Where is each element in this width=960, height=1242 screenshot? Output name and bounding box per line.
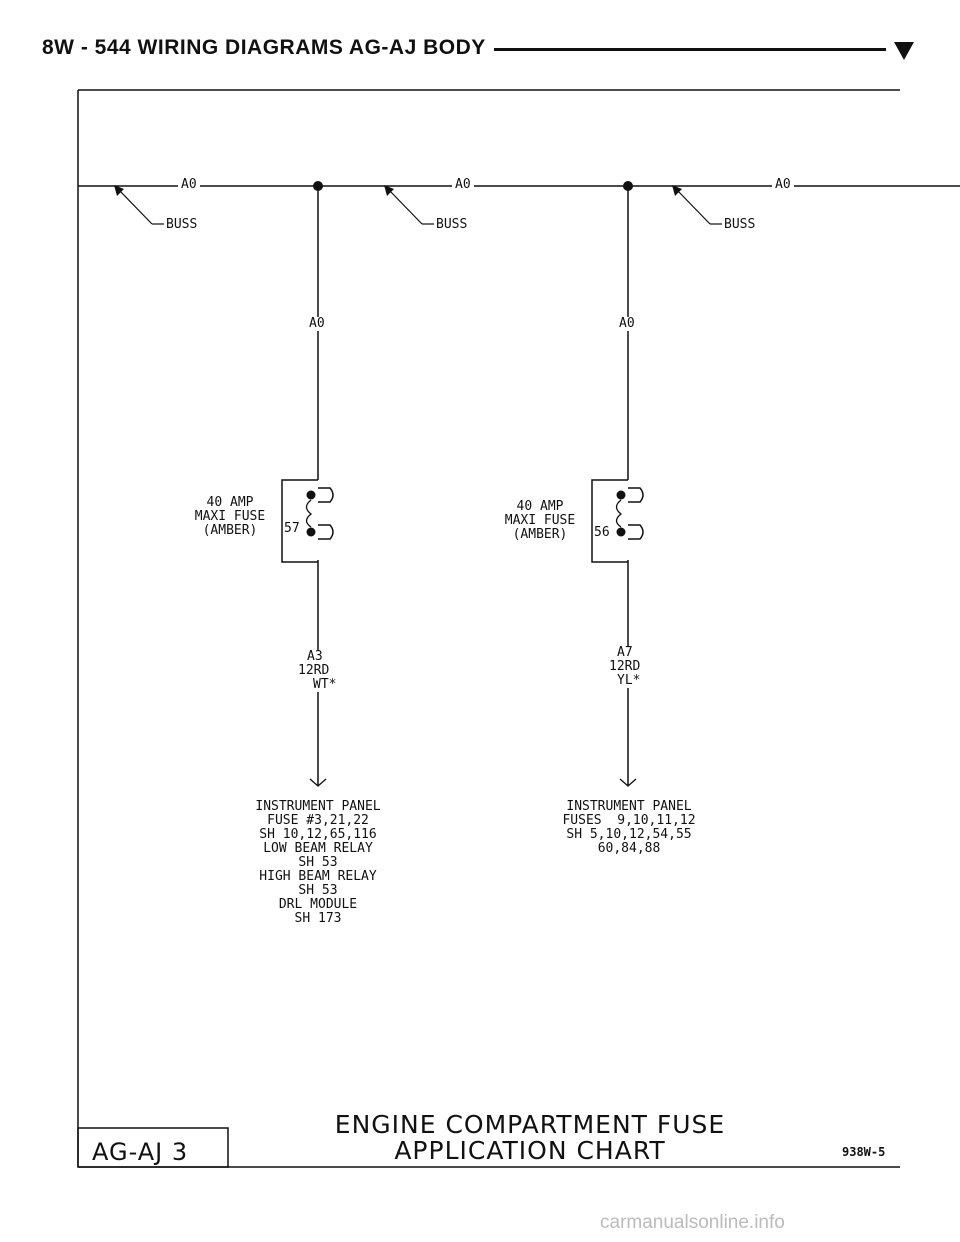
down-triangle-icon — [894, 42, 914, 60]
buss-leader-1 — [114, 185, 164, 225]
figure-code: 938W-5 — [842, 1145, 886, 1159]
chart-title: ENGINE COMPARTMENT FUSE APPLICATION CHAR… — [250, 1112, 810, 1164]
chart-title-line1: ENGINE COMPARTMENT FUSE — [334, 1110, 726, 1139]
connector-left-icon — [309, 778, 327, 787]
fuse-number-right: 56 — [594, 525, 610, 540]
header-rule — [342, 48, 886, 51]
page-header: 8W - 544 WIRING DIAGRAMS AG-AJ BODY — [42, 36, 922, 64]
destination-right: INSTRUMENT PANEL FUSES 9,10,11,12 SH 5,1… — [562, 799, 696, 856]
wire-tracer-right: YL* — [614, 674, 644, 688]
buss-circuit-label-1: A0 — [178, 178, 200, 192]
fuse-number-left: 57 — [284, 521, 300, 536]
wire-gauge-color-right: 12RD — [606, 660, 644, 674]
buss-label-1: BUSS — [166, 217, 198, 232]
upper-circuit-label-left: A0 — [306, 317, 328, 331]
fuse-label-left: 40 AMP MAXI FUSE (AMBER) — [194, 495, 266, 538]
model-code: AG-AJ 3 — [92, 1138, 189, 1166]
buss-circuit-label-3: A0 — [772, 178, 794, 192]
destination-left: INSTRUMENT PANEL FUSE #3,21,22 SH 10,12,… — [255, 799, 381, 926]
page-title: 8W - 544 WIRING DIAGRAMS AG-AJ BODY — [42, 36, 494, 60]
chart-title-line2: APPLICATION CHART — [394, 1136, 666, 1165]
wire-circuit-right: A7 — [614, 646, 636, 660]
wire-circuit-left: A3 — [304, 650, 326, 664]
buss-leader-2 — [384, 185, 434, 225]
wire-gauge-color-left: 12RD — [295, 664, 333, 678]
watermark: carmanualsonline.info — [600, 1212, 785, 1233]
upper-circuit-label-right: A0 — [616, 317, 638, 331]
fuse-label-right: 40 AMP MAXI FUSE (AMBER) — [504, 499, 576, 542]
wire-tracer-left: WT* — [310, 678, 340, 692]
buss-label-3: BUSS — [724, 217, 756, 232]
buss-circuit-label-2: A0 — [452, 178, 474, 192]
maxi-fuse-56-icon — [591, 479, 644, 563]
connector-right-icon — [619, 778, 637, 787]
buss-leader-3 — [672, 185, 722, 225]
model-code-box — [77, 1127, 229, 1168]
buss-label-2: BUSS — [436, 217, 468, 232]
maxi-fuse-57-icon — [281, 479, 334, 563]
